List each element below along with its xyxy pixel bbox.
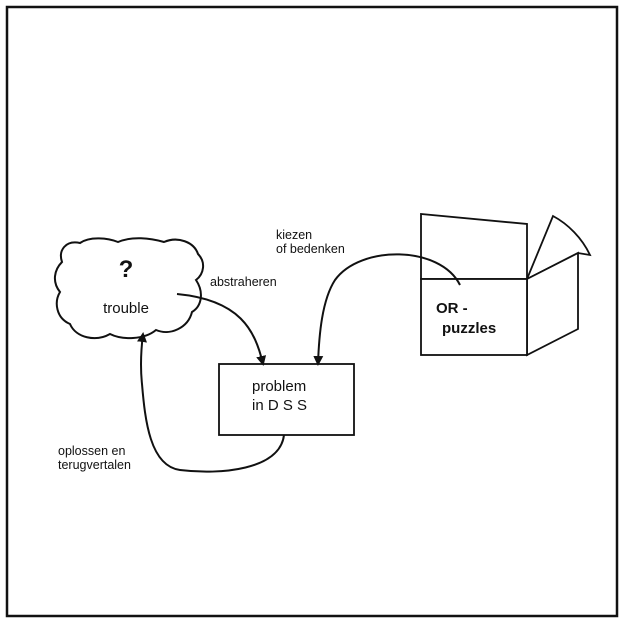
- problem-label-line2: in D S S: [252, 397, 307, 414]
- box-label-line2: puzzles: [442, 320, 496, 337]
- label-abstract: abstraheren: [210, 275, 277, 289]
- label-solve-line1: oplossen en: [58, 444, 125, 458]
- problem-label-line1: problem: [252, 378, 306, 395]
- box-label-line1: OR -: [436, 300, 468, 317]
- box-front: [421, 279, 527, 355]
- label-choose-line2: of bedenken: [276, 242, 345, 256]
- problem-box: problem in D S S: [219, 364, 354, 435]
- box-left-flap: [421, 214, 527, 279]
- cloud-shape: [55, 238, 203, 338]
- question-mark-icon: ?: [119, 256, 134, 283]
- label-solve-line2: terugvertalen: [58, 458, 131, 472]
- label-choose-line1: kiezen: [276, 228, 312, 242]
- trouble-cloud: ? trouble: [55, 238, 203, 338]
- or-puzzles-box: OR - puzzles: [421, 214, 590, 355]
- cloud-label: trouble: [103, 300, 149, 317]
